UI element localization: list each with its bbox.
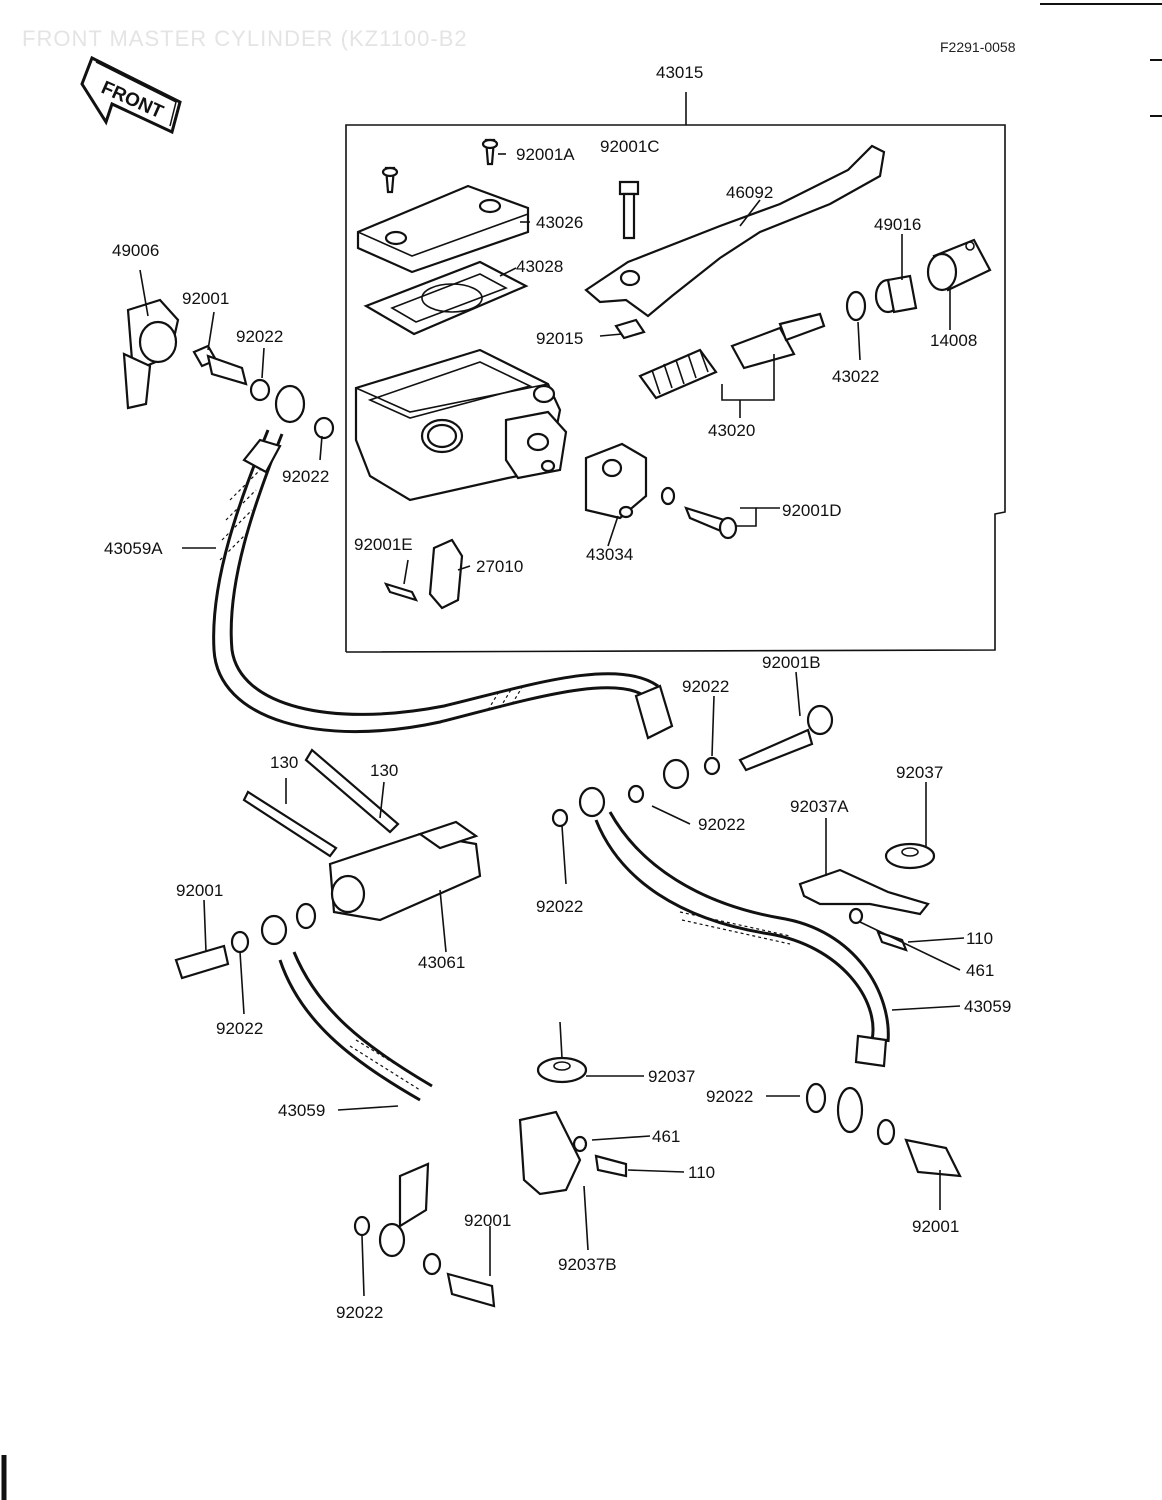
- label-92015: 92015: [536, 329, 583, 348]
- label-92022-r1: 92022: [682, 677, 729, 696]
- hose-upper: [212, 429, 834, 790]
- reservoir-cap: [356, 138, 530, 274]
- label-43015: 43015: [656, 63, 703, 82]
- label-43059-r: 43059: [964, 997, 1011, 1016]
- brake-lever: [584, 144, 886, 340]
- label-43026: 43026: [536, 213, 583, 232]
- label-49006: 49006: [112, 241, 159, 260]
- hose-lower: [278, 811, 962, 1308]
- label-92022-top: 92022: [236, 327, 283, 346]
- label-43020: 43020: [708, 421, 755, 440]
- label-92001-top: 92001: [182, 289, 229, 308]
- label-92001-left: 92001: [176, 881, 223, 900]
- seal-parts: [845, 238, 992, 322]
- part-labels: 43015 92001A 92001C 43026 46092 43028 49…: [104, 63, 1011, 1322]
- label-43061: 43061: [418, 953, 465, 972]
- label-461-b: 461: [652, 1127, 680, 1146]
- label-92001-right: 92001: [912, 1217, 959, 1236]
- label-130-a: 130: [270, 753, 298, 772]
- label-92022-c: 92022: [536, 897, 583, 916]
- figure-code: F2291-0058: [940, 39, 1016, 55]
- label-92001-low: 92001: [464, 1211, 511, 1230]
- label-461-a: 461: [966, 961, 994, 980]
- label-92022-low: 92022: [336, 1303, 383, 1322]
- front-arrow-icon: FRONT: [80, 55, 182, 135]
- label-92022-mid: 92022: [282, 467, 329, 486]
- label-110-b: 110: [688, 1163, 715, 1182]
- clamp: [584, 442, 738, 540]
- label-27010: 27010: [476, 557, 523, 576]
- master-cylinder-body: [354, 348, 568, 502]
- label-92001e: 92001E: [354, 535, 413, 554]
- label-92022-right: 92022: [706, 1087, 753, 1106]
- label-92001a: 92001A: [516, 145, 575, 164]
- diaphragm: [363, 260, 529, 336]
- label-43059-l: 43059: [278, 1101, 325, 1120]
- label-43059a: 43059A: [104, 539, 163, 558]
- diagram-title: FRONT MASTER CYLINDER (KZ1100-B2: [22, 26, 468, 51]
- leader-lines: [139, 153, 965, 1297]
- label-92037-top: 92037: [896, 763, 943, 782]
- label-92001b: 92001B: [762, 653, 821, 672]
- label-46092: 46092: [726, 183, 773, 202]
- label-92022-left: 92022: [216, 1019, 263, 1038]
- hose-joint: [174, 748, 645, 980]
- label-92037b: 92037B: [558, 1255, 617, 1274]
- switch: [383, 538, 464, 610]
- label-92001d: 92001D: [782, 501, 842, 520]
- hose-brackets: [518, 842, 936, 1196]
- label-14008: 14008: [930, 331, 977, 350]
- label-92022-r2: 92022: [698, 815, 745, 834]
- assembly-frame: [345, 92, 1006, 653]
- label-92001c: 92001C: [600, 137, 660, 156]
- banjo-fitting-top: [122, 298, 335, 440]
- label-43028: 43028: [516, 257, 563, 276]
- piston-assembly: [638, 312, 826, 418]
- label-92037a: 92037A: [790, 797, 849, 816]
- label-130-b: 130: [370, 761, 398, 780]
- label-49016: 49016: [874, 215, 921, 234]
- label-92037-mid: 92037: [648, 1067, 695, 1086]
- label-110-a: 110: [966, 929, 993, 948]
- label-43034: 43034: [586, 545, 633, 564]
- label-43022: 43022: [832, 367, 879, 386]
